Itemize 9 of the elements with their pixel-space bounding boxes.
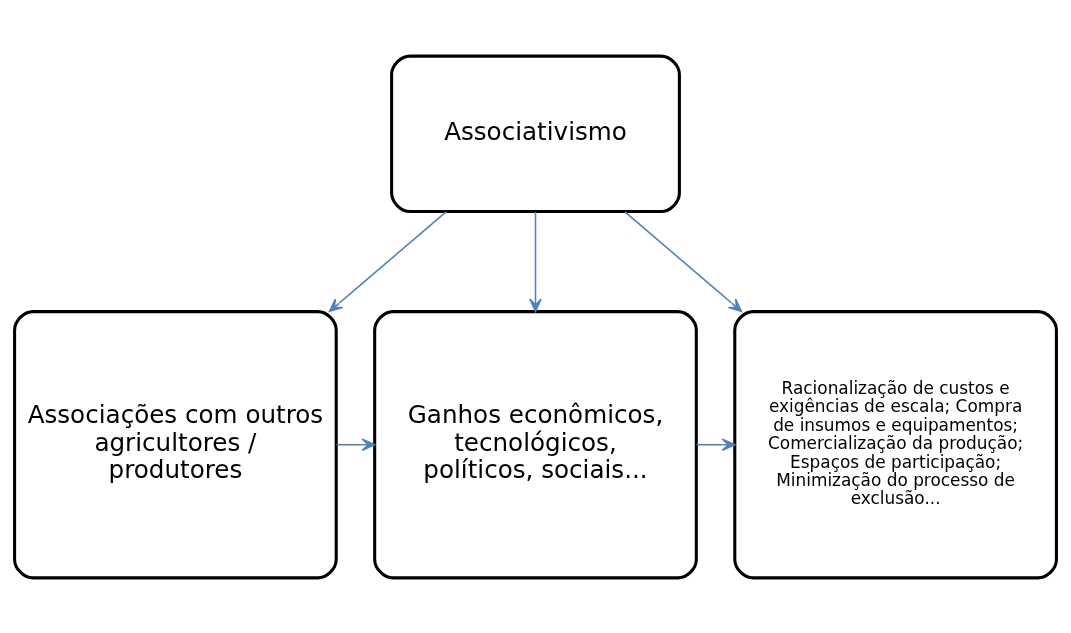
arrow xyxy=(529,210,542,312)
node-box: Racionalização de custos e exigências de escala; Compra de insumos e equipamentos; Comercialização da produção; Espaços de participação; Minimização do processo de exclusão... xyxy=(733,309,1058,579)
arrow xyxy=(328,210,447,312)
node-box: Associações com outros agricultores / produtores xyxy=(13,309,338,579)
arrow xyxy=(335,437,376,451)
arrow xyxy=(695,437,736,451)
node-box: Ganhos econômicos, tecnológicos, políticos, sociais... xyxy=(373,309,698,579)
arrow xyxy=(624,210,743,312)
node-box: Associativismo xyxy=(390,54,681,213)
